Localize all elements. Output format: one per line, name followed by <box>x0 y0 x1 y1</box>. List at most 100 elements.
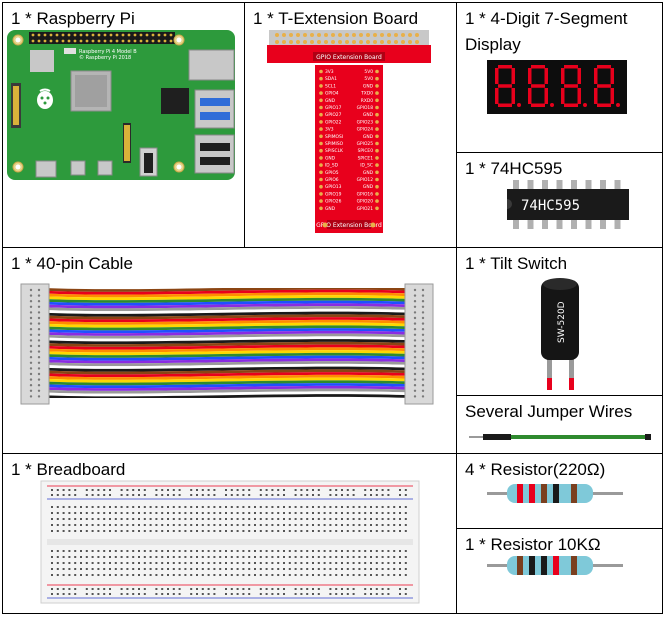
breadboard-hole <box>230 593 233 595</box>
pin-label: GND <box>363 134 374 140</box>
breadboard-hole <box>91 524 94 526</box>
breadboard-hole <box>288 574 291 576</box>
breadboard-hole <box>155 593 158 595</box>
breadboard-hole <box>207 506 210 508</box>
breadboard-hole <box>225 524 227 526</box>
segment <box>511 88 515 104</box>
breadboard-hole <box>312 518 314 520</box>
breadboard-hole <box>184 550 187 552</box>
breadboard-hole <box>300 550 303 552</box>
breadboard-hole <box>294 568 297 570</box>
breadboard-hole <box>335 524 338 526</box>
breadboard-hole <box>399 518 401 520</box>
breadboard-hole <box>341 518 343 520</box>
breadboard-hole <box>375 494 378 496</box>
breadboard-hole <box>370 530 372 532</box>
breadboard-hole <box>236 550 239 552</box>
breadboard-hole <box>393 562 396 564</box>
breadboard-hole <box>190 593 193 595</box>
breadboard-hole <box>346 494 349 496</box>
breadboard-hole <box>230 518 233 520</box>
breadboard-hole <box>155 512 158 514</box>
breadboard-hole <box>248 524 251 526</box>
breadboard-hole <box>404 568 407 570</box>
breadboard-hole <box>114 530 117 532</box>
breadboard-hole <box>51 562 53 564</box>
breadboard-hole <box>375 512 378 514</box>
pin-label: 5V0 <box>364 76 373 82</box>
breadboard-hole <box>352 530 355 532</box>
breadboard-hole <box>300 494 303 496</box>
breadboard-hole <box>323 512 326 514</box>
breadboard-hole <box>120 556 123 558</box>
breadboard-hole <box>190 506 193 508</box>
pin-label: 3V3 <box>325 127 334 133</box>
breadboard-hole <box>56 512 59 514</box>
breadboard-hole <box>277 512 280 514</box>
t-board-pins-right: 5V05V0GNDTXD0RXD0GPIO18GNDGPIO23GPIO24GN… <box>357 69 379 212</box>
breadboard-hole <box>283 518 285 520</box>
breadboard-hole <box>132 506 135 508</box>
breadboard-hole <box>352 524 355 526</box>
breadboard-hole <box>248 550 251 552</box>
breadboard-hole <box>335 512 338 514</box>
breadboard-hole <box>167 574 169 576</box>
breadboard-hole <box>236 494 239 496</box>
breadboard-hole <box>364 512 367 514</box>
connector-hole <box>413 395 417 398</box>
breadboard-hole <box>74 568 77 570</box>
breadboard-hole <box>172 518 175 520</box>
breadboard-hole <box>91 530 94 532</box>
breadboard-hole <box>283 593 285 595</box>
breadboard-hole <box>364 506 367 508</box>
decimal-point <box>583 103 587 107</box>
connector-hole <box>29 361 33 364</box>
breadboard-hole <box>80 568 82 570</box>
breadboard-hole <box>97 512 100 514</box>
connector-hole <box>29 389 33 392</box>
breadboard-hole <box>85 506 88 508</box>
breadboard-hole <box>51 506 53 508</box>
breadboard-hole <box>230 574 233 576</box>
breadboard-hole <box>225 562 227 564</box>
breadboard-hole <box>103 568 106 570</box>
breadboard-hole <box>91 593 94 595</box>
breadboard-hole <box>91 568 94 570</box>
breadboard-hole <box>288 518 291 520</box>
breadboard-hole <box>346 489 349 491</box>
breadboard-hole <box>341 494 343 496</box>
breadboard-hole <box>317 512 320 514</box>
breadboard-hole <box>91 506 94 508</box>
pin-label: GPIO16 <box>357 191 374 197</box>
breadboard-hole <box>167 506 169 508</box>
breadboard-hole <box>51 568 53 570</box>
breadboard-hole <box>242 518 245 520</box>
cable-wire <box>43 306 411 312</box>
breadboard-hole <box>85 588 88 590</box>
breadboard-hole <box>341 550 343 552</box>
pin-label: SPICE1 <box>358 155 374 161</box>
breadboard-hole <box>138 489 140 491</box>
breadboard-hole <box>161 489 164 491</box>
breadboard-hole <box>236 489 239 491</box>
cable-wire <box>43 358 411 364</box>
breadboard-hole <box>248 530 251 532</box>
breadboard-hole <box>364 524 367 526</box>
pi-model-text: Raspberry Pi 4 Model B <box>79 49 137 55</box>
connector-hole <box>37 378 41 381</box>
pin-label: ID_SC <box>360 163 373 169</box>
breadboard-hole <box>288 512 291 514</box>
chip-pin <box>556 180 563 190</box>
breadboard-hole <box>271 530 274 532</box>
breadboard-hole <box>364 494 367 496</box>
resistor-220-label: 4 * Resistor(220Ω) <box>465 460 606 479</box>
breadboard-hole <box>213 574 216 576</box>
breadboard-hole <box>381 550 384 552</box>
breadboard-hole <box>346 568 349 570</box>
breadboard-hole <box>213 556 216 558</box>
breadboard-hole <box>230 562 233 564</box>
breadboard-hole <box>312 562 314 564</box>
breadboard-hole <box>74 506 77 508</box>
breadboard-hole <box>306 518 309 520</box>
segment <box>564 103 578 107</box>
